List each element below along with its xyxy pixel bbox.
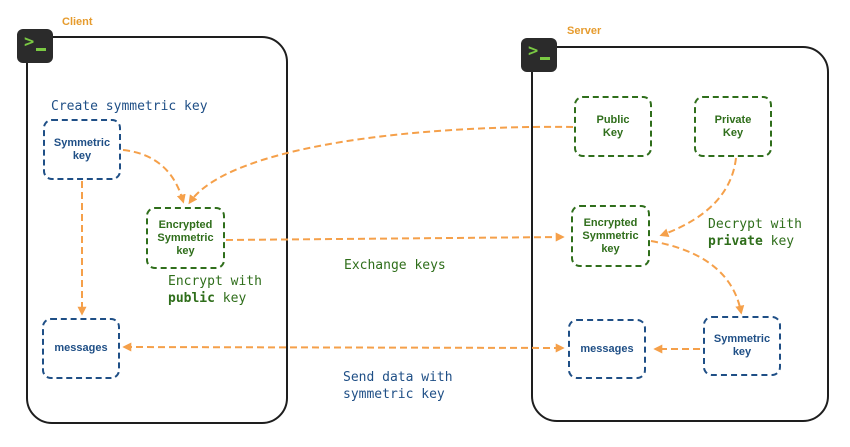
client-messages-box: messages xyxy=(42,318,120,379)
encrypt-bold: public xyxy=(168,291,215,306)
server-public-key-box: Public Key xyxy=(574,96,652,157)
arrow-send-data xyxy=(122,342,565,353)
client-symmetric-key-box: Symmetric key xyxy=(43,119,121,180)
server-terminal-icon: > xyxy=(521,38,557,72)
server-symmetric-key-box: Symmetric key xyxy=(703,316,781,376)
decrypt-prefix: Decrypt with xyxy=(708,217,802,232)
server-private-key-box: Private Key xyxy=(694,96,772,157)
exchange-keys-caption: Exchange keys xyxy=(344,258,446,273)
client-terminal-icon: > xyxy=(17,29,53,63)
arrow-symkey-to-encrypted xyxy=(122,149,186,204)
encrypt-prefix: Encrypt with xyxy=(168,274,262,289)
server-title: Server xyxy=(567,25,602,37)
decrypt-suffix: key xyxy=(762,234,795,249)
server-messages-box: messages xyxy=(568,319,646,379)
arrow-encrypted-to-server-symkey xyxy=(650,240,745,315)
server-messages-label: messages xyxy=(580,342,634,355)
client-encrypted-key-label: Encrypted Symmetric key xyxy=(157,218,214,257)
server-encrypted-key-box: Encrypted Symmetric key xyxy=(571,205,650,267)
client-messages-label: messages xyxy=(54,342,108,354)
encrypt-with-public-key-caption: Encrypt with public key xyxy=(168,273,262,307)
arrow-publickey-to-client-encrypted xyxy=(188,125,574,205)
encrypt-suffix: key xyxy=(214,291,247,306)
decrypt-bold: private xyxy=(708,234,763,249)
send-data-caption: Send data with symmetric key xyxy=(343,370,453,402)
server-symmetric-key-label: Symmetric key xyxy=(713,333,771,358)
client-encrypted-key-box: Encrypted Symmetric key xyxy=(146,207,225,269)
decrypt-with-private-key-caption: Decrypt with private key xyxy=(708,216,802,250)
server-public-key-label: Public Key xyxy=(596,113,630,139)
client-title: Client xyxy=(62,16,93,28)
client-symmetric-key-label: Symmetric key xyxy=(53,136,111,162)
arrow-exchange-keys xyxy=(225,232,565,242)
server-encrypted-key-label: Encrypted Symmetric key xyxy=(582,216,639,255)
server-private-key-label: Private Key xyxy=(714,113,752,139)
create-symmetric-key-caption: Create symmetric key xyxy=(51,99,208,114)
